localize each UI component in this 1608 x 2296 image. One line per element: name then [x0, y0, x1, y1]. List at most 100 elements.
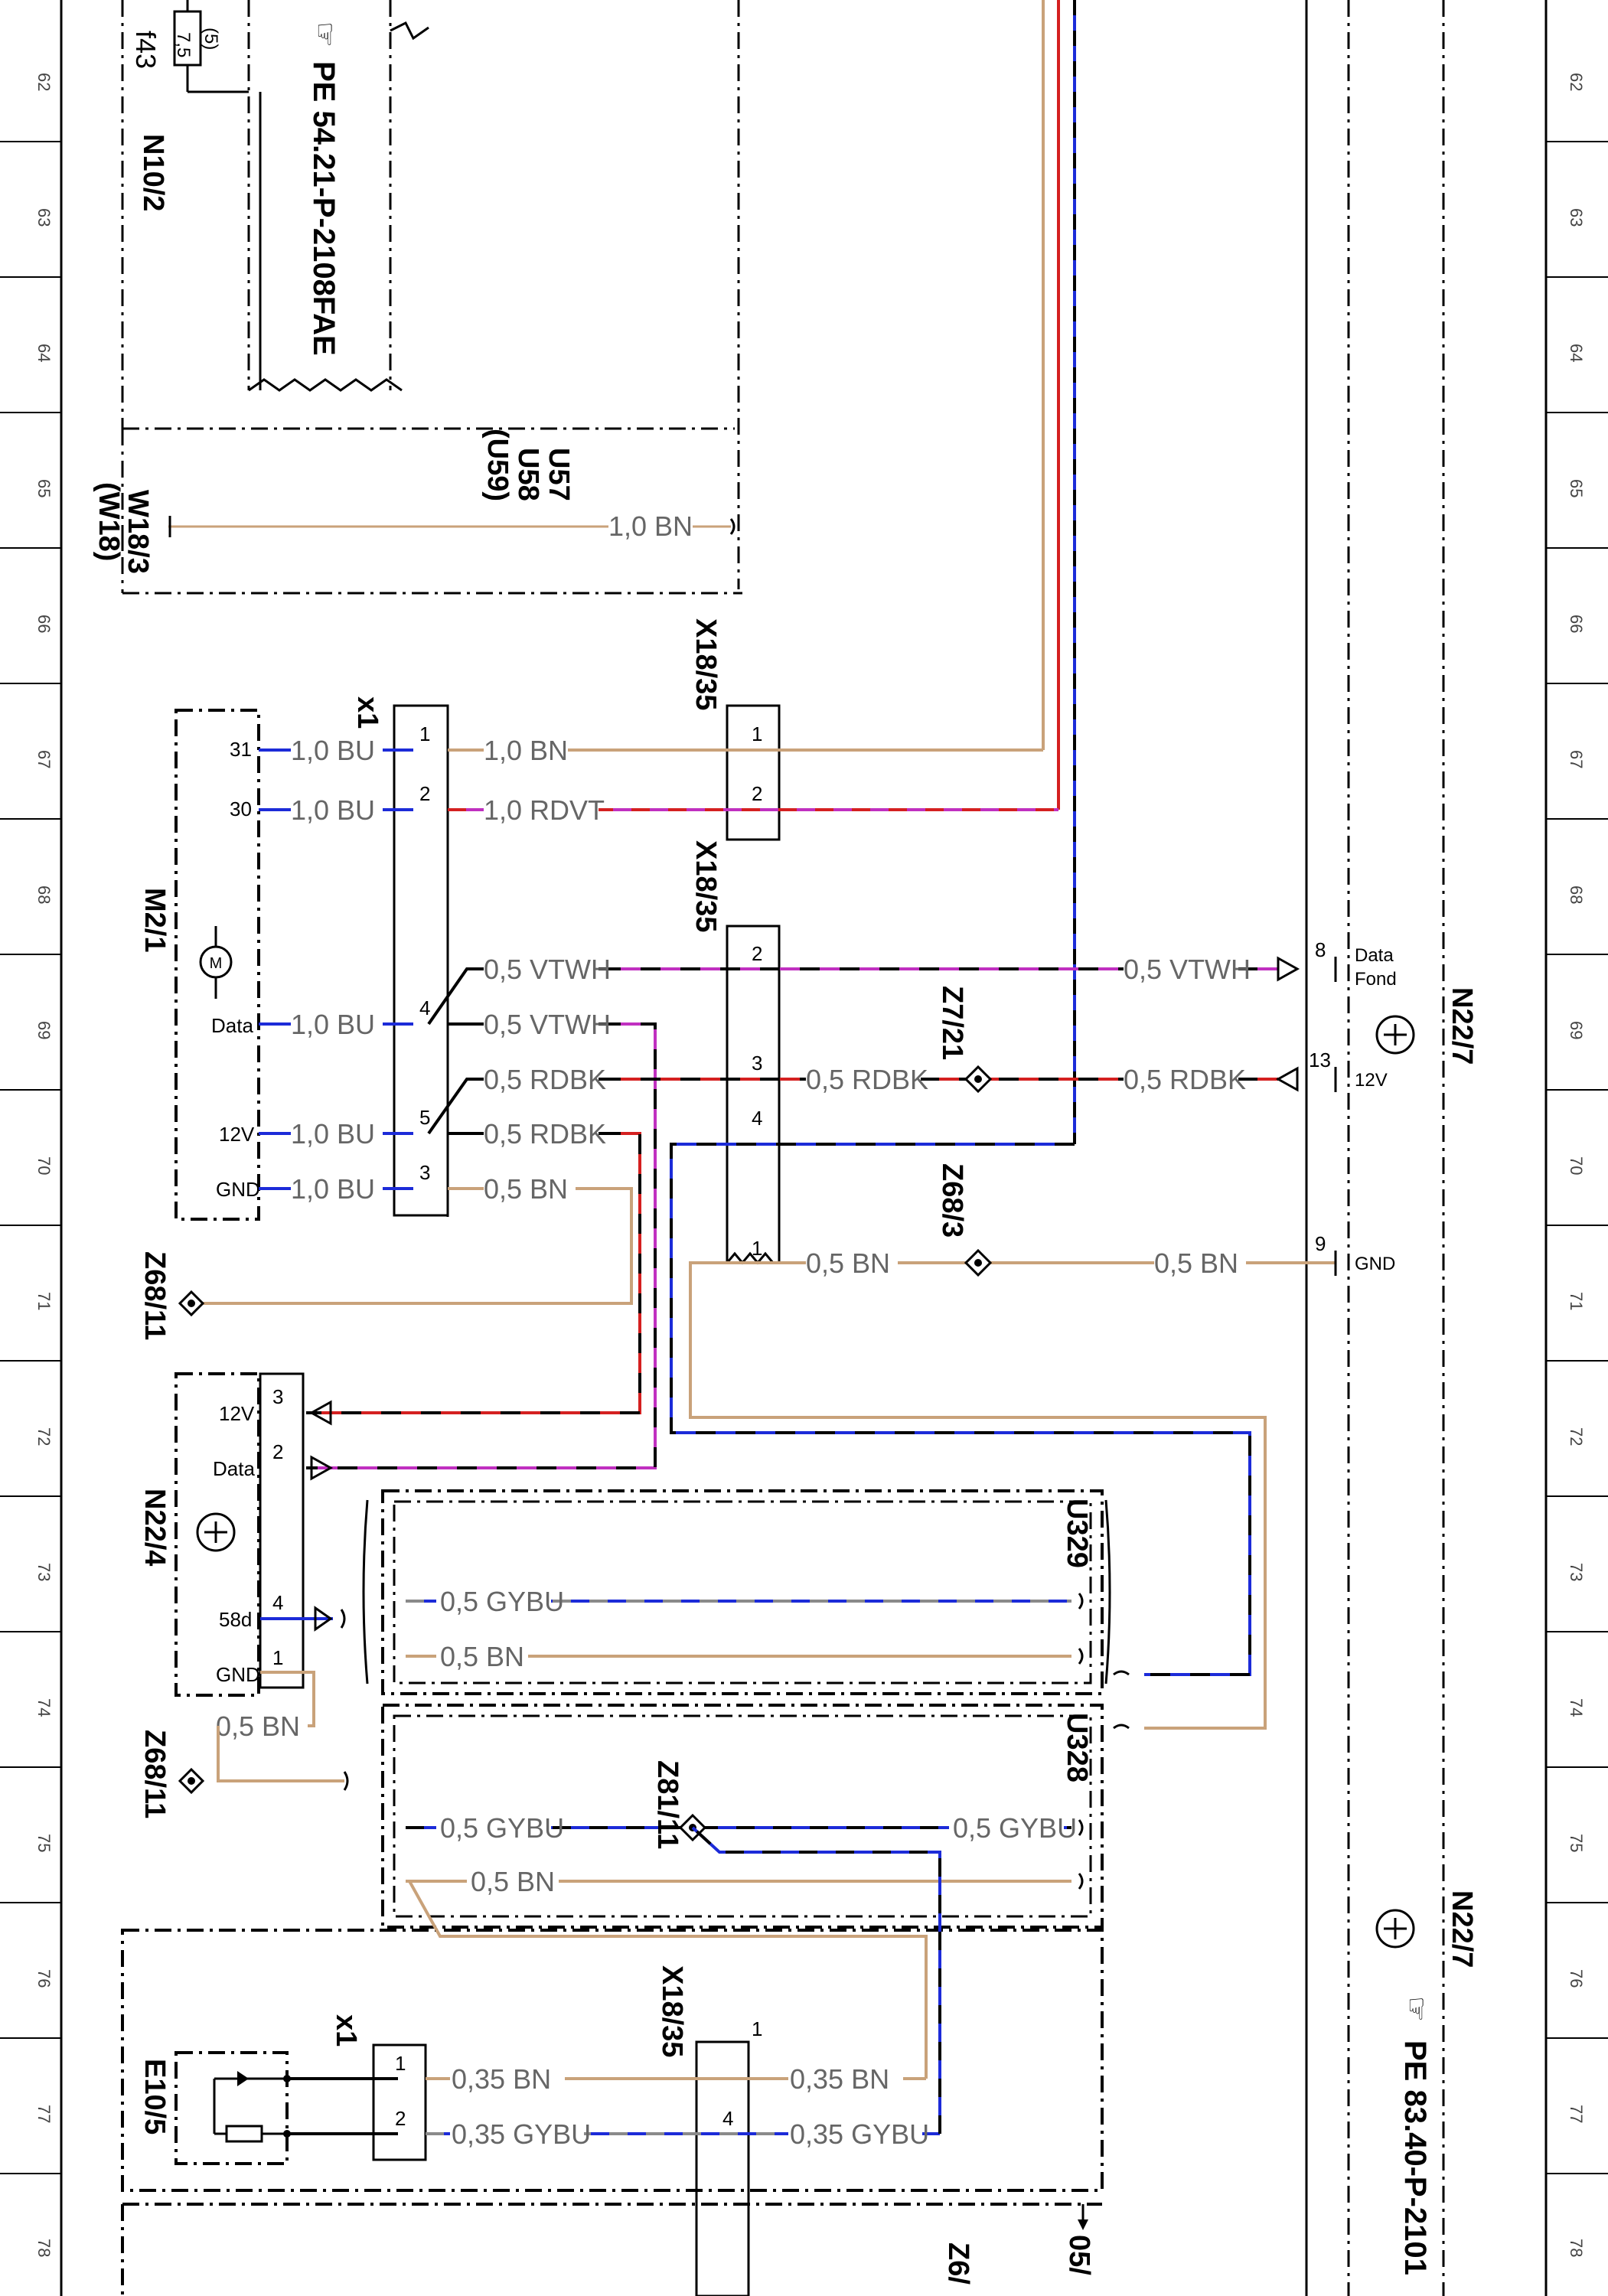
wire-label-rdbk-1: 0,5 RDBK	[484, 1064, 606, 1095]
pe-bottom-ref: PE 83.40-P-2101	[1398, 2040, 1432, 2275]
z68-3-label: Z68/3	[936, 1163, 968, 1238]
x1-pin-5: 5	[419, 1106, 430, 1129]
x18-b-pin-3: 3	[752, 1052, 762, 1075]
n22-4-pin-4: 4	[272, 1591, 283, 1614]
n22-7-unit: 8 13 9 Data Fond 12V GND N22/7	[1275, 938, 1478, 1276]
u57-u59-labels: U57 U58 (U59)	[481, 429, 575, 501]
bottom-refs: Z6/ 05/	[942, 2204, 1095, 2285]
row-ruler-right	[1546, 141, 1608, 2174]
row-number-77-right: 77	[1567, 2105, 1586, 2123]
row-number-75: 75	[34, 1834, 54, 1852]
wire-label-gybu-035-2: 0,35 GYBU	[790, 2118, 929, 2150]
row-number-65: 65	[34, 479, 54, 497]
row-number-69-right: 69	[1567, 1021, 1586, 1039]
wire-label-bn-6: 0,5 BN	[440, 1641, 524, 1672]
splice-z68-3: Z68/3	[936, 1163, 993, 1277]
row-number-73-right: 73	[1567, 1563, 1586, 1581]
m2-1-pin-12v: 12V	[219, 1123, 255, 1146]
x1-bottom-pin-1: 1	[395, 2052, 406, 2075]
fuse-label: f43	[130, 31, 161, 69]
wire-label-rdvt: 1,0 RDVT	[484, 794, 605, 826]
x18-35-b-label: X18/35	[690, 840, 722, 932]
pe-top-ref: PE 54.21-P-2108FAE	[307, 61, 341, 356]
w18-label: (W18)	[93, 482, 125, 561]
wire-label-bn-5: 0,5 BN	[216, 1711, 300, 1742]
n22-7-label: N22/7	[1446, 987, 1478, 1065]
row-number-69: 69	[34, 1021, 54, 1039]
m2-1-motor: M M2/1 31 30 Data 12V GND	[139, 709, 260, 1221]
n22-7-pin-12v: 12V	[1355, 1070, 1388, 1091]
x1-pin-4: 4	[419, 996, 430, 1019]
pe-54-ref: ☞ PE 54.21-P-2108FAE	[247, 0, 429, 392]
m2-1-pin-gnd: GND	[216, 1178, 260, 1201]
n22-4-pin-2: 2	[272, 1440, 283, 1463]
row-number-66-right: 66	[1567, 615, 1586, 633]
row-number-62-right: 62	[1567, 73, 1586, 91]
u328-label: U328	[1061, 1713, 1093, 1782]
row-number-75-right: 75	[1567, 1834, 1586, 1852]
n22-4-label: N22/4	[139, 1489, 171, 1566]
fuse-pin: (5)	[201, 28, 221, 50]
x1-top-pins: 1 2 4 5 3	[419, 722, 430, 1184]
row-number-67-right: 67	[1567, 750, 1586, 768]
wire-label-gybu-3: 0,5 GYBU	[953, 1812, 1077, 1844]
m2-1-wire-labels: 1,0 BU 1,0 BU 1,0 BU 1,0 BU 1,0 BU	[291, 735, 383, 1205]
x18-35-c-label: X18/35	[656, 1965, 688, 2057]
e10-5-lamp: E10/5	[139, 2051, 291, 2165]
x18-35-connector-b: X18/35 2 3 4 1	[690, 840, 781, 1265]
wire-label-bn-1: 1,0 BN	[484, 735, 568, 766]
top-right-wires	[1042, 0, 1076, 1144]
n10-2-label: N10/2	[137, 134, 169, 211]
u329-label: U329	[1061, 1499, 1093, 1568]
row-number-72: 72	[34, 1427, 54, 1446]
u329-box: U329 0,5 GYBU 0,5 BN	[381, 1489, 1104, 1695]
row-number-77: 77	[34, 2105, 54, 2123]
x18-35-a-label: X18/35	[690, 618, 722, 710]
n22-7-bottom-label: N22/7	[1446, 1890, 1478, 1968]
wire-label-bn-7: 0,5 BN	[471, 1866, 555, 1897]
n22-7-pin-gnd: GND	[1355, 1254, 1395, 1274]
n22-7-bottom-ref: N22/7 ☞ PE 83.40-P-2101	[1375, 1890, 1478, 2275]
n22-4-pin-1: 1	[272, 1646, 283, 1669]
bottom-lower-box	[121, 1929, 1104, 2296]
n22-7-pin-fond: Fond	[1355, 969, 1397, 990]
row-number-71: 71	[34, 1292, 54, 1310]
n22-4-pin-gnd: GND	[216, 1663, 260, 1686]
n22-7-pin-13: 13	[1309, 1049, 1331, 1071]
svg-text:M: M	[210, 955, 223, 972]
fuse-rating: 7,5	[173, 32, 194, 57]
x18-b-pin-4: 4	[752, 1107, 762, 1130]
frame	[60, 0, 1548, 2296]
row-number-78-right: 78	[1567, 2239, 1586, 2257]
z68-11-a-label: Z68/11	[139, 1251, 171, 1340]
row-number-62: 62	[34, 73, 54, 91]
wire-label-bu-1: 1,0 BU	[291, 735, 375, 766]
wire-label-bn-4: 0,5 BN	[1154, 1247, 1238, 1279]
x1-bottom-label: x1	[330, 2014, 362, 2047]
pointer-hand-icon: ☞	[1400, 1996, 1432, 2022]
u59-label: (U59)	[481, 429, 514, 501]
wire-label-bn-3: 0,5 BN	[806, 1247, 890, 1279]
u58-label: U58	[512, 448, 544, 501]
x1-top-label: x1	[351, 696, 383, 729]
pointer-hand-icon: ☞	[308, 21, 341, 47]
w18-3-wire-label: 1,0 BN	[608, 510, 693, 542]
z6-label: Z6/	[942, 2242, 974, 2285]
wire-label-bn-035-2: 0,35 BN	[790, 2063, 889, 2095]
n22-4-pin-58d: 58d	[219, 1608, 252, 1631]
n22-7-pin-data: Data	[1355, 945, 1394, 966]
x18-a-pin-1: 1	[752, 722, 762, 745]
w18-3-wire: 1,0 BN W18/3 (W18)	[93, 482, 736, 574]
splice-z81-11: Z81/11	[651, 1760, 707, 1849]
x18-35-connector-c: X18/35 1 4	[656, 1965, 762, 2296]
n22-7-pin-9: 9	[1315, 1232, 1326, 1255]
wire-label-bn-035-1: 0,35 BN	[452, 2063, 551, 2095]
row-number-66: 66	[34, 615, 54, 633]
splice-z7-21: Z7/21	[936, 986, 993, 1094]
x1-to-x18-labels: 1,0 BN 1,0 RDVT	[484, 735, 605, 826]
e10-5-label: E10/5	[139, 2059, 171, 2135]
wire-label-bu-5: 1,0 BU	[291, 1173, 375, 1205]
row-number-70-right: 70	[1567, 1156, 1586, 1175]
row-ruler-left	[0, 141, 61, 2174]
x1-pin-1: 1	[419, 722, 430, 745]
